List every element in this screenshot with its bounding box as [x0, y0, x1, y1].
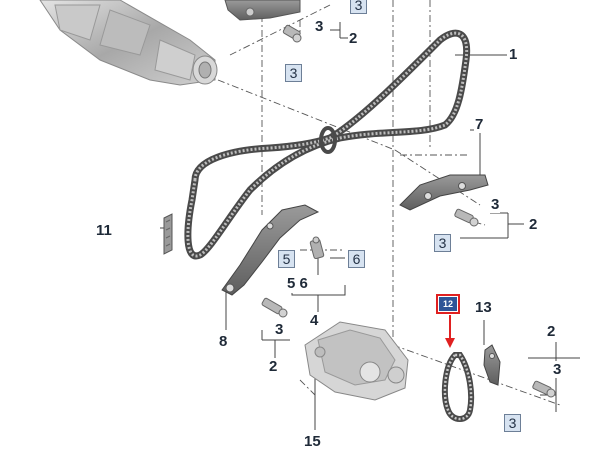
tensioner-rail-left	[221, 204, 320, 296]
callout-3-far-right[interactable]: 3	[552, 361, 563, 378]
highlight-arrow	[445, 315, 455, 348]
upper-guide-rail	[224, 0, 301, 21]
callout-2-lower-left[interactable]: 2	[268, 358, 279, 375]
callout-3-left[interactable]: 3	[274, 321, 285, 338]
callout-5-6[interactable]: 5 6	[286, 275, 309, 292]
callout-3-top-boxed[interactable]: 3	[350, 0, 367, 14]
callout-2-right[interactable]: 2	[528, 216, 539, 233]
callout-3-top-boxed-b[interactable]: 3	[285, 64, 302, 82]
callout-6-boxed[interactable]: 6	[348, 250, 365, 268]
callout-11[interactable]: 11	[95, 222, 113, 239]
crankshaft	[39, 0, 218, 86]
chain-tensioner	[309, 236, 325, 260]
callout-7[interactable]: 7	[474, 116, 485, 133]
callout-13[interactable]: 13	[474, 299, 493, 316]
oil-pump	[304, 321, 409, 401]
oil-pump-tensioner	[483, 344, 501, 386]
callout-3-top[interactable]: 3	[314, 18, 325, 35]
callout-2-top[interactable]: 2	[348, 30, 359, 47]
callout-1[interactable]: 1	[508, 46, 519, 63]
callout-3-right-boxed[interactable]: 3	[434, 234, 451, 252]
bolt-far-right	[532, 380, 556, 398]
bolt-right	[454, 208, 479, 227]
bolt-top	[282, 24, 302, 43]
callout-2-far-right[interactable]: 2	[546, 323, 557, 340]
callout-4[interactable]: 4	[309, 312, 320, 329]
oil-pump-chain	[441, 352, 475, 422]
callout-5-boxed[interactable]: 5	[278, 250, 295, 268]
timing-chain-main	[184, 29, 471, 260]
slide-pad	[163, 213, 173, 255]
callout-3-far-right-boxed[interactable]: 3	[504, 414, 521, 432]
leader-lines	[160, 22, 580, 430]
bolt-left	[261, 297, 288, 318]
callout-3-right[interactable]: 3	[490, 196, 501, 213]
center-lines	[217, 0, 561, 406]
callout-12-highlighted[interactable]: 12	[436, 294, 460, 314]
guide-rail-right	[399, 174, 489, 211]
callout-15[interactable]: 15	[303, 433, 322, 450]
callout-8[interactable]: 8	[218, 333, 229, 350]
